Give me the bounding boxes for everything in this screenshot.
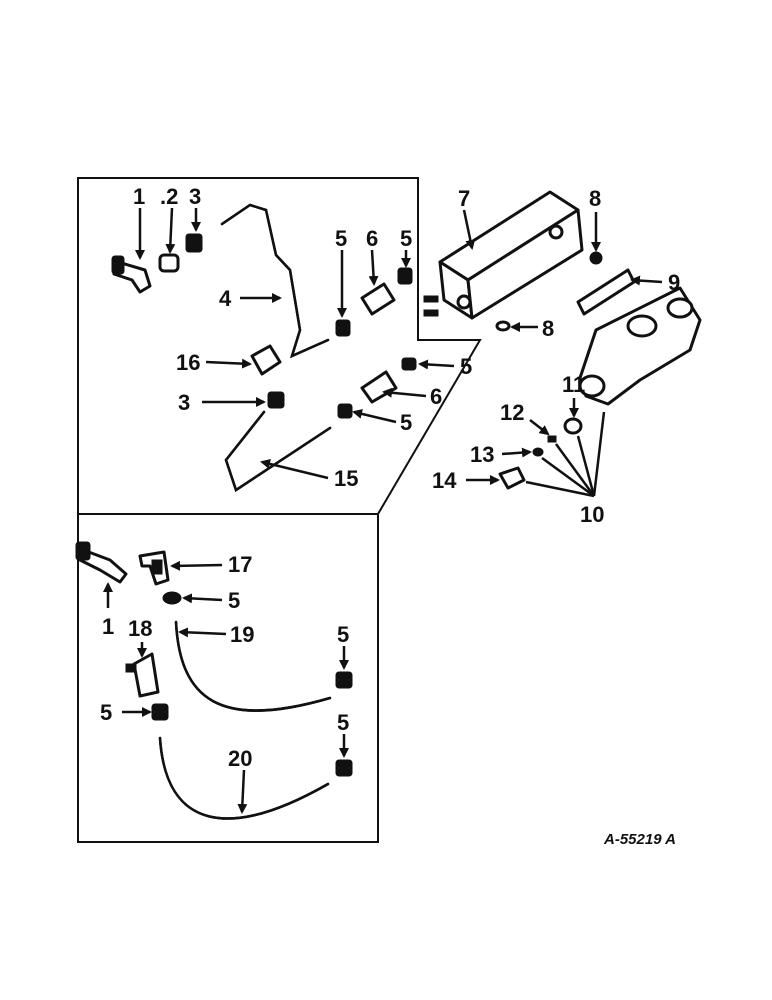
callout-4: 4 — [219, 286, 232, 311]
sleeve-part-6-lower — [360, 370, 398, 404]
nut-part-5-lower-right-bottom — [335, 759, 353, 777]
callout-17: 17 — [228, 552, 252, 577]
nut-part-5-lower-right-top — [335, 671, 353, 689]
group-frame — [77, 177, 482, 843]
washer-part-13 — [532, 447, 544, 457]
nut-part-5-lower-left — [151, 703, 169, 721]
callout-5-e: 5 — [228, 588, 240, 613]
callout-5-h: 5 — [337, 710, 349, 735]
tube-part-4 — [220, 203, 330, 359]
callout-1-lower: 1 — [102, 614, 114, 639]
callout-1-top: 1 — [133, 184, 145, 209]
fitting-part-18 — [125, 652, 160, 698]
elbow-fitting-part-1 — [111, 255, 152, 294]
callout-5-b: 5 — [400, 226, 412, 251]
callout-5-d: 5 — [400, 410, 412, 435]
housing-part-10 — [578, 286, 702, 406]
nut-part-5-mid-left — [337, 403, 353, 419]
callout-8-top: 8 — [589, 186, 601, 211]
callout-5-c: 5 — [460, 354, 472, 379]
callout-18: 18 — [128, 616, 152, 641]
callout-15: 15 — [334, 466, 358, 491]
elbow-fitting-part-1-lower — [75, 541, 128, 584]
leader-lines — [103, 207, 663, 814]
tube-part-15 — [224, 410, 332, 492]
callout-7: 7 — [458, 186, 470, 211]
callout-11: 11 — [562, 372, 585, 397]
nut-part-3-lower — [267, 391, 285, 409]
nut-part-5-upper-left — [335, 319, 351, 337]
bracket-part-9 — [576, 268, 636, 316]
callout-10: 10 — [580, 502, 604, 527]
callout-5-f: 5 — [337, 622, 349, 647]
callout-19: 19 — [230, 622, 254, 647]
cap-part-16 — [250, 344, 282, 376]
callout-20: 20 — [228, 746, 252, 771]
nut-part-5-lower-top — [162, 591, 182, 605]
nut-part-5-upper-right — [397, 267, 413, 285]
oil-cooler-part-7 — [423, 190, 584, 320]
callout-6-top: 6 — [366, 226, 378, 251]
callout-13: 13 — [470, 442, 494, 467]
figure-reference: A-55219 A — [603, 831, 676, 848]
elbow-part-17 — [138, 550, 170, 586]
nipple-part-2 — [158, 253, 180, 273]
callout-14: 14 — [432, 468, 457, 493]
callout-8-lower: 8 — [542, 316, 554, 341]
callout-16: 16 — [176, 350, 200, 375]
knob-part-14 — [498, 466, 526, 490]
callout-5-a: 5 — [335, 226, 347, 251]
callout-5-g: 5 — [100, 700, 112, 725]
callout-3-lower: 3 — [178, 390, 190, 415]
callout-9: 9 — [668, 270, 680, 295]
callout-12: 12 — [500, 400, 524, 425]
washer-part-8-lower — [495, 320, 511, 332]
sleeve-part-6-upper — [360, 282, 396, 316]
callout-3-top: 3 — [189, 184, 201, 209]
pin-part-12 — [547, 435, 557, 443]
callout-2: .2 — [160, 184, 178, 209]
callout-6-lower: 6 — [430, 384, 442, 409]
nut-part-3 — [185, 233, 203, 253]
nut-part-5-mid-right — [401, 357, 417, 371]
screw-part-8-upper — [589, 251, 603, 265]
plug-part-11 — [563, 417, 583, 435]
